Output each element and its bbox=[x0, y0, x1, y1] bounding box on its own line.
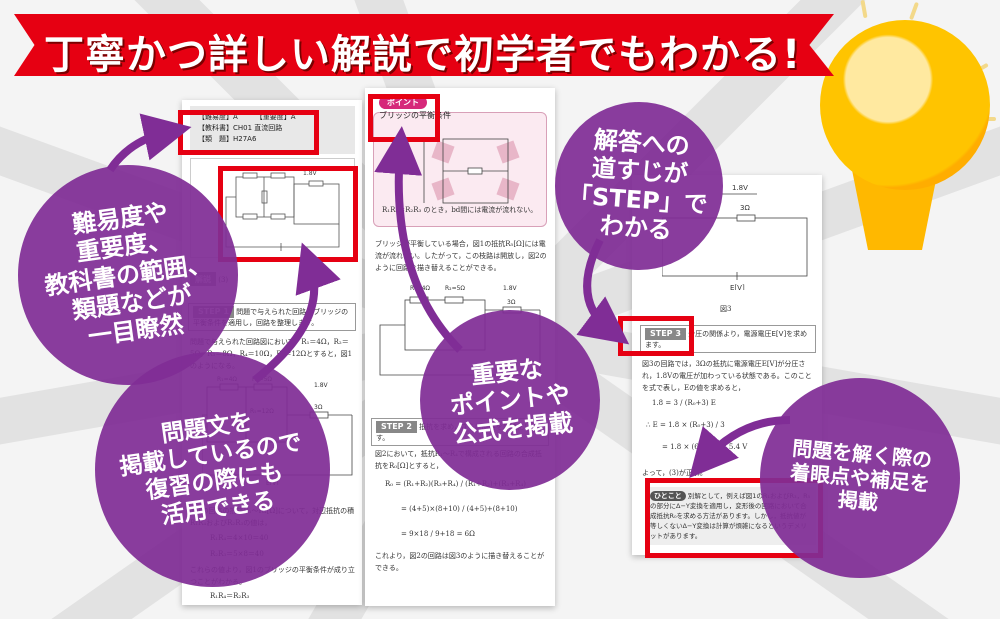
svg-text:R₁=4Ω: R₁=4Ω bbox=[410, 285, 430, 292]
bubble-problem: 問題文を 掲載しているので 復習の際にも 活用できる bbox=[95, 352, 330, 587]
svg-text:E[V]: E[V] bbox=[730, 284, 745, 290]
figure-3-caption: 図3 bbox=[720, 305, 732, 313]
highlight-figure bbox=[218, 166, 358, 262]
bridge-circuit-diagram: 1.8V bbox=[225, 170, 340, 251]
highlight-point bbox=[368, 94, 440, 142]
mid-para-3: これより，図2の回路は図3のように描き替えることができる。 bbox=[375, 552, 545, 572]
mid-equation-3: = 9×18 / 9+18 = 6Ω bbox=[401, 530, 475, 538]
svg-text:R₂=5Ω: R₂=5Ω bbox=[445, 285, 465, 292]
svg-text:1.8V: 1.8V bbox=[732, 184, 748, 192]
right-equation-1: 1.8 = 3 / (R₀+3) E bbox=[652, 399, 716, 407]
bubble-step: 解答への 道すじが 「STEP」で わかる bbox=[555, 102, 723, 270]
svg-text:3Ω: 3Ω bbox=[507, 299, 516, 306]
svg-text:3Ω: 3Ω bbox=[740, 204, 750, 212]
highlight-meta bbox=[178, 110, 319, 155]
step3-badge: STEP 3 bbox=[645, 328, 686, 340]
meta-row-difficulty: 【難易度】A 【重要度】A bbox=[198, 113, 296, 121]
point-title: ブリッジの平衡条件 bbox=[379, 111, 451, 120]
lightbulb-icon bbox=[820, 20, 990, 190]
bridge-balance-diagram bbox=[423, 138, 520, 204]
bubble-point: 重要な ポイントや 公式を掲載 bbox=[420, 310, 600, 490]
meta-row-similar: 【類 題】H27A6 bbox=[198, 135, 257, 143]
answer-line: よって，(3)が正解。 bbox=[642, 469, 707, 477]
mid-equation-2: = (4+5)×(8+10) / (4+5)+(8+10) bbox=[401, 505, 518, 513]
bubble-difficulty: 難易度や 重要度、 教科書の範囲、 類題などが 一目瞭然 bbox=[18, 165, 238, 385]
step2-badge: STEP 2 bbox=[376, 421, 417, 433]
equation-3: R₁R₄＝R₂R₃ bbox=[210, 592, 250, 600]
svg-text:1.8V: 1.8V bbox=[314, 382, 329, 389]
svg-text:3Ω: 3Ω bbox=[314, 404, 323, 411]
svg-text:1.8V: 1.8V bbox=[303, 170, 318, 177]
mid-equation-1: R₀ = (R₁+R₂)(R₃+R₄) / (R₁+R₂)+(R₃+R₄) bbox=[385, 480, 526, 488]
right-equation-3: = 1.8 × (6+3)/3 = 5.4 V bbox=[662, 443, 748, 451]
highlight-step3 bbox=[618, 316, 694, 356]
headline-text: 丁寧かつ詳しい解説で初学者でもわかる! bbox=[44, 32, 802, 78]
hitokoto-tag: ひとこと bbox=[650, 491, 686, 501]
right-equation-2: ∴ E = 1.8 × (R₀+3) / 3 bbox=[646, 421, 725, 429]
bubble-tips: 問題を解く際の 着眼点や補足を 掲載 bbox=[760, 378, 960, 578]
figure-3-circuit: 1.8V 3Ω E[V] bbox=[662, 184, 808, 290]
mid-para-1: ブリッジが平衡している場合，図1の抵抗R₅[Ω]には電流が流れない。したがって，… bbox=[375, 240, 547, 272]
step3-block: STEP 3 分圧の関係より，電源電圧E[V]を求めます。 bbox=[640, 325, 816, 353]
svg-text:1.8V: 1.8V bbox=[503, 285, 518, 292]
point-note: R₁R₄＝R₂R₃ のとき，bd間には電流が流れない。 bbox=[382, 206, 538, 214]
meta-row-textbook: 【教科書】CH01 直流回路 bbox=[198, 124, 283, 132]
headline-banner: 丁寧かつ詳しい解説で初学者でもわかる! bbox=[14, 14, 834, 76]
right-para-1: 図3の回路では，3Ωの抵抗に電源電圧E[V]が分圧され，1.8Vの電圧が加わって… bbox=[642, 360, 812, 392]
point-tag: ポイント bbox=[379, 96, 427, 109]
